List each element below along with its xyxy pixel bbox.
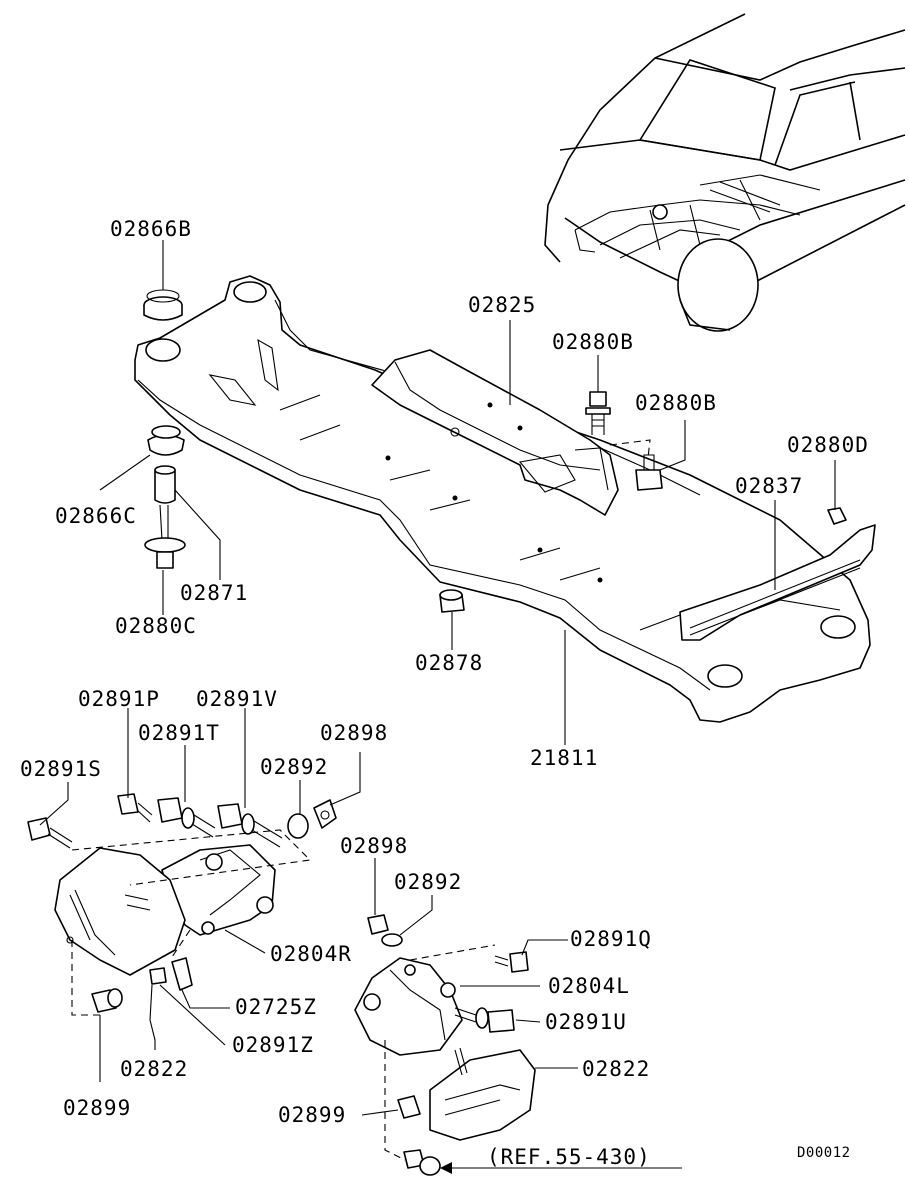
label-02899-left: 02899 — [63, 1096, 131, 1120]
label-02866C: 02866C — [55, 504, 137, 528]
insulator-02822-right — [429, 1047, 536, 1141]
grommet-02866C — [147, 425, 185, 456]
bracket-02837 — [679, 524, 876, 641]
label-02822-right: 02822 — [582, 1057, 650, 1081]
label-02825: 02825 — [468, 293, 536, 317]
bolt-02891T — [157, 797, 216, 838]
label-02822-left: 02822 — [120, 1057, 188, 1081]
bolt-02891Q — [494, 951, 529, 973]
label-02880B-upper: 02880B — [552, 330, 634, 354]
bracket-02825 — [371, 349, 619, 516]
mount-02804R — [161, 844, 276, 936]
label-02880C: 02880C — [115, 614, 197, 638]
label-02878: 02878 — [415, 651, 483, 675]
mount-02804L — [354, 957, 463, 1056]
bolt-02891S — [27, 817, 73, 849]
bolt-02880B-upper — [585, 391, 611, 435]
label-02898-upper: 02898 — [320, 721, 388, 745]
bolt-02880B-side — [635, 454, 663, 491]
bolt-02880C — [144, 504, 186, 569]
label-02725Z: 02725Z — [235, 995, 317, 1019]
bolt-02880D — [827, 507, 847, 525]
label-02892-upper: 02892 — [260, 755, 328, 779]
nut-02898-lower — [367, 914, 389, 935]
label-02892-lower: 02892 — [394, 870, 462, 894]
label-02891V: 02891V — [196, 687, 278, 711]
label-21811: 21811 — [530, 746, 598, 770]
vehicle-thumbnail — [544, 13, 906, 332]
part-labels: 02866B 02866C 02871 02880C 02825 02880B … — [20, 217, 869, 1169]
assembly-guide-lines — [71, 439, 651, 1161]
label-02891U: 02891U — [545, 1010, 627, 1034]
label-02891T: 02891T — [138, 721, 220, 745]
label-02804L: 02804L — [548, 974, 630, 998]
label-02898-lower: 02898 — [340, 834, 408, 858]
label-02804R: 02804R — [270, 942, 352, 966]
bolt-02899-right — [397, 1095, 421, 1119]
label-02891S: 02891S — [20, 757, 102, 781]
label-02880B-side: 02880B — [635, 391, 717, 415]
label-02880D: 02880D — [787, 433, 869, 457]
bolt-ref-55-430 — [403, 1149, 441, 1176]
nut-02898-upper — [313, 799, 337, 829]
label-02891Q: 02891Q — [570, 927, 652, 951]
document-code: D00012 — [797, 1145, 851, 1161]
washer-02892-lower — [381, 933, 403, 947]
label-02871: 02871 — [180, 581, 248, 605]
label-02891Z: 02891Z — [232, 1033, 314, 1057]
bolt-02891U — [454, 1007, 515, 1033]
grommet-02866B — [143, 289, 183, 321]
label-02837: 02837 — [735, 474, 803, 498]
nut-02878 — [439, 589, 465, 613]
crossmember-21811 — [134, 275, 871, 723]
bolt-02891P — [117, 793, 153, 823]
collar-02871 — [154, 465, 176, 504]
label-02899-right: 02899 — [278, 1103, 346, 1127]
label-02866B: 02866B — [110, 217, 192, 241]
bracket-02725Z — [171, 957, 193, 991]
washer-02892-upper — [287, 813, 309, 839]
reference-label: (REF.55-430) — [487, 1145, 651, 1169]
bolt-02891V — [217, 803, 283, 848]
label-02891P: 02891P — [78, 687, 160, 711]
insulator-02822-left — [54, 847, 186, 976]
leader-lines — [39, 240, 836, 1174]
bolt-02891Z — [149, 967, 167, 985]
bolt-02899-left — [91, 988, 123, 1013]
